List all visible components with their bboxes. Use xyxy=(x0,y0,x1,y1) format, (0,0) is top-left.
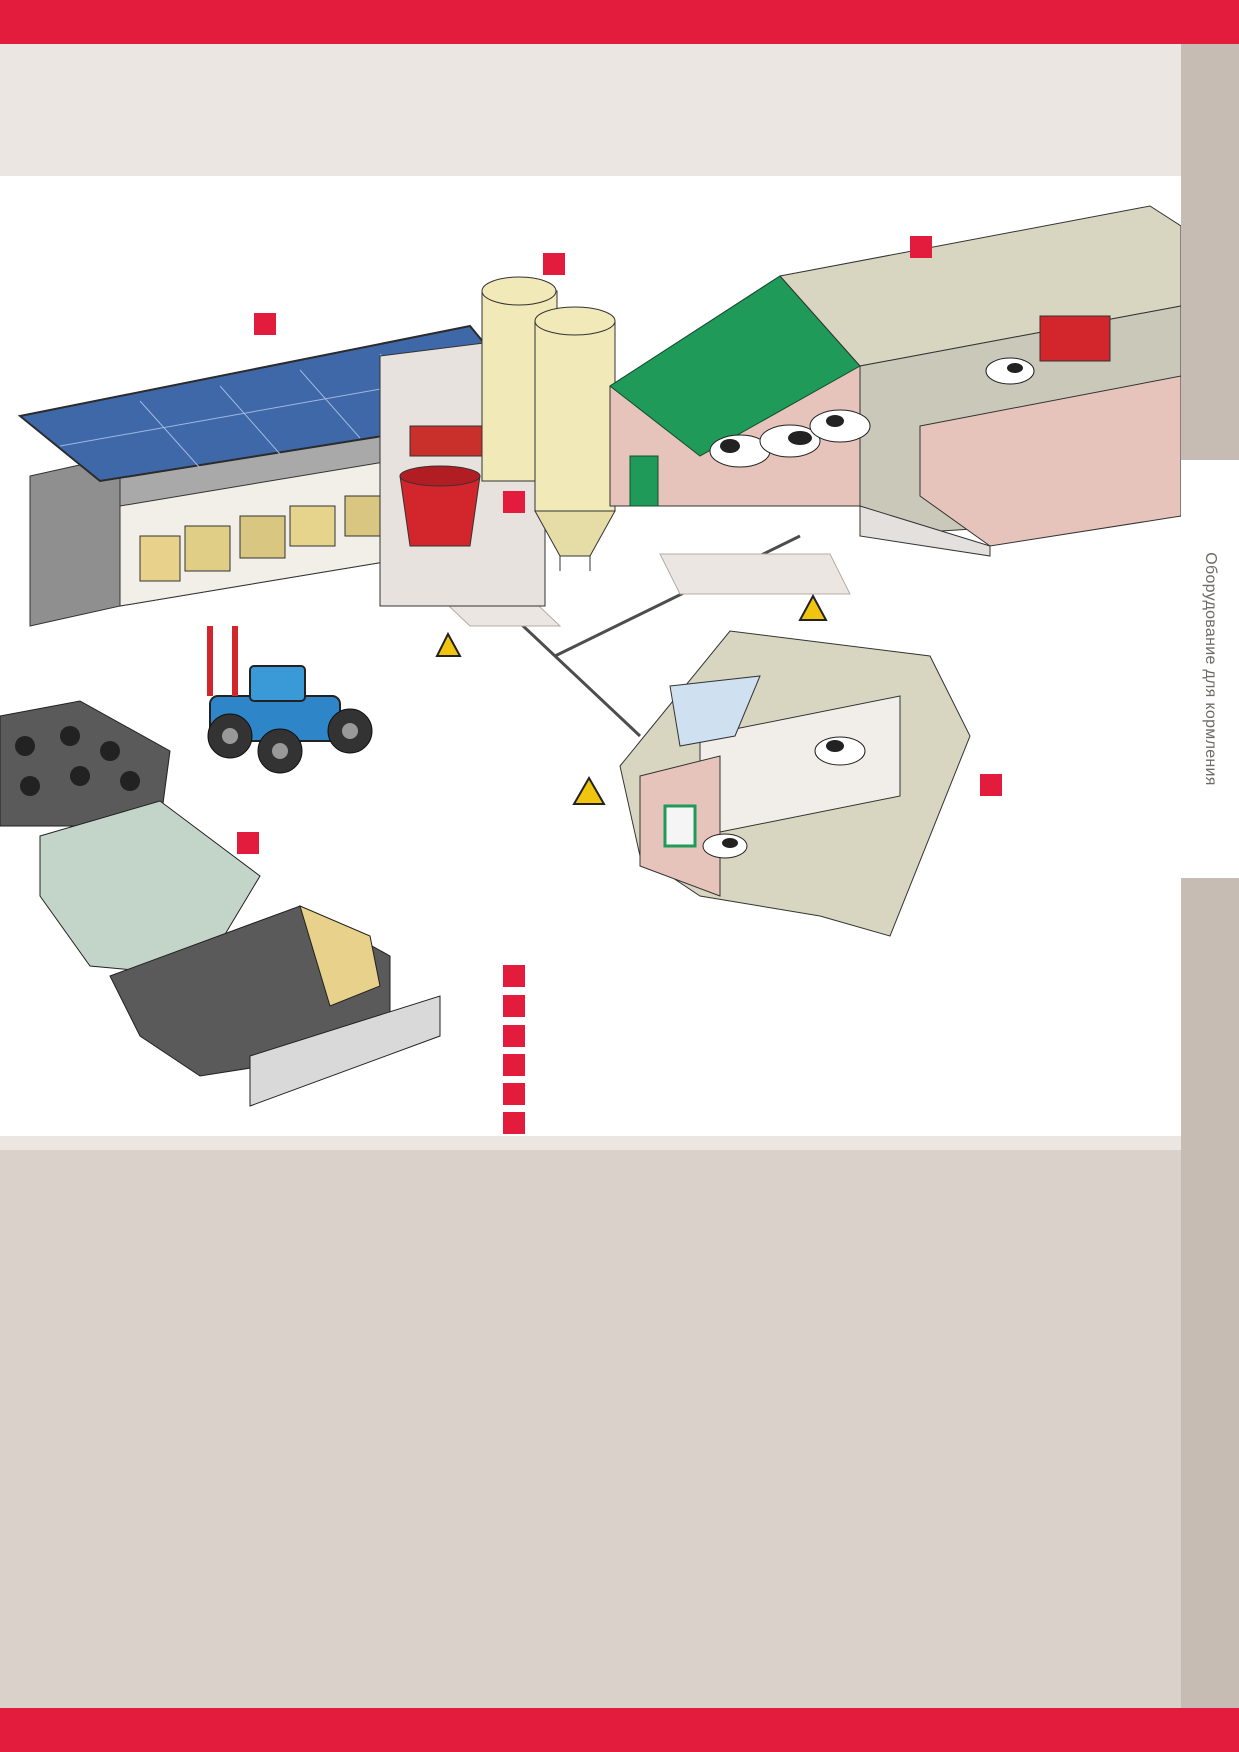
marker-cow-barn[interactable] xyxy=(910,236,932,258)
legend-marker-3 xyxy=(503,1025,525,1047)
feed-kitchen-shed xyxy=(17,324,546,627)
side-section-label: Оборудование для кормления xyxy=(1202,552,1219,786)
farm-scene-svg xyxy=(0,205,1181,1107)
calf-barn xyxy=(619,630,971,937)
legend-marker-5 xyxy=(503,1083,525,1105)
bottom-brand-bar xyxy=(0,1708,1239,1752)
warning-signs xyxy=(435,593,828,805)
side-section-tab[interactable] xyxy=(1181,460,1239,878)
header-band xyxy=(0,44,1181,176)
tractor xyxy=(207,626,373,774)
marker-silos[interactable] xyxy=(543,253,565,275)
farm-illustration xyxy=(0,176,1181,1136)
legend-marker-4 xyxy=(503,1054,525,1076)
top-brand-bar xyxy=(0,0,1239,44)
legend-marker-1 xyxy=(503,965,525,987)
silage-clamp xyxy=(0,700,441,1107)
marker-calf-barn[interactable] xyxy=(980,774,1002,796)
marker-feed-kitchen-roof[interactable] xyxy=(254,313,276,335)
cow-barn xyxy=(609,205,1181,557)
marker-feed-robot[interactable] xyxy=(503,491,525,513)
lower-content-area xyxy=(0,1150,1181,1708)
illustration-bottom-strip xyxy=(0,1136,1181,1150)
feed-silos xyxy=(481,276,616,571)
legend-marker-2 xyxy=(503,995,525,1017)
legend-marker-6 xyxy=(503,1112,525,1134)
marker-silage-clamp[interactable] xyxy=(237,832,259,854)
